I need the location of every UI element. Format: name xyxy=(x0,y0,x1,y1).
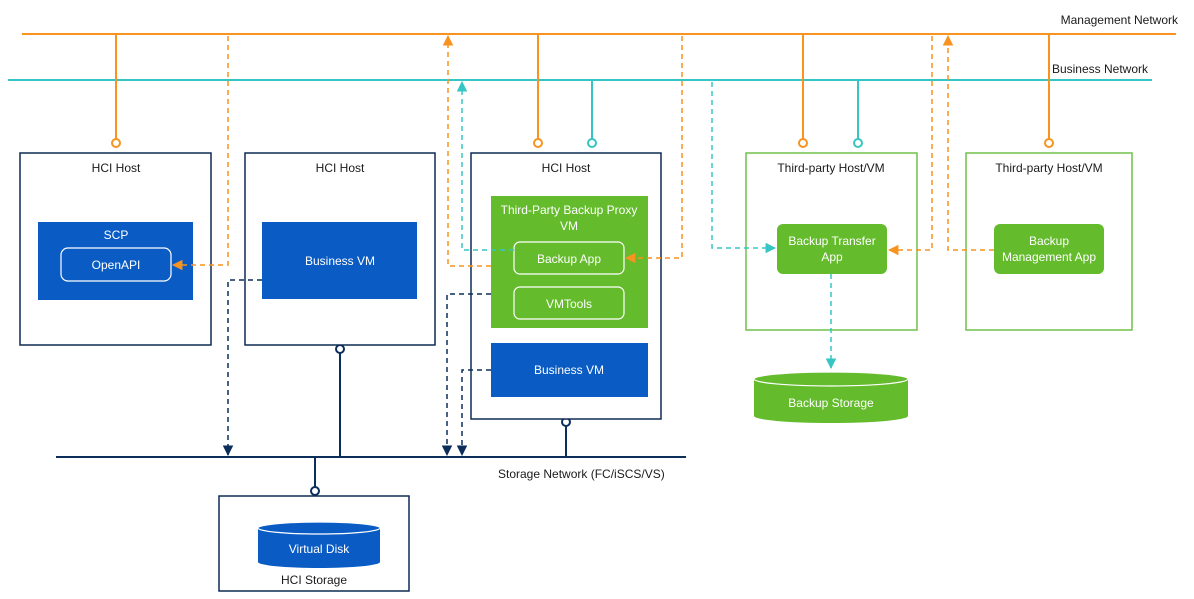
backup-transfer-app-box[interactable] xyxy=(777,224,887,274)
backup-proxy-vm-label-line1: Third-Party Backup Proxy xyxy=(501,203,638,217)
storage-network-label: Storage Network (FC/iSCS/VS) xyxy=(498,467,665,481)
backup-management-app-box[interactable] xyxy=(994,224,1104,274)
business-vm-box-1[interactable] xyxy=(262,222,417,299)
hci-host-3-title: HCI Host xyxy=(542,161,591,175)
third-party-host-2-title: Third-party Host/VM xyxy=(995,161,1102,175)
backup-app-label: Backup App xyxy=(537,252,601,266)
vmtools-box[interactable] xyxy=(513,286,625,320)
business-dashed-flows xyxy=(456,80,837,370)
backup-management-app-label-line1: Backup xyxy=(1029,234,1069,248)
backup-app-box[interactable] xyxy=(513,241,625,275)
virtual-disk-cylinder[interactable] xyxy=(257,521,381,568)
business-network-label: Business Network xyxy=(1052,62,1149,76)
third-party-host-1-title: Third-party Host/VM xyxy=(777,161,884,175)
business-connectors xyxy=(587,80,863,148)
backup-storage-cylinder[interactable] xyxy=(753,371,909,423)
management-dashed-flows xyxy=(171,34,994,271)
hci-host-1-title: HCI Host xyxy=(92,161,141,175)
backup-proxy-vm-label-line2: VM xyxy=(560,219,578,233)
storage-dashed-flows xyxy=(222,279,491,457)
virtual-disk-label: Virtual Disk xyxy=(289,542,350,556)
backup-transfer-app-label-line1: Backup Transfer xyxy=(788,234,875,248)
hci-host-2-title: HCI Host xyxy=(316,161,365,175)
business-vm-label-2: Business VM xyxy=(534,363,604,377)
management-connectors xyxy=(111,34,1054,148)
hci-storage-title: HCI Storage xyxy=(281,573,347,587)
vmtools-label: VMTools xyxy=(546,297,592,311)
openapi-box[interactable] xyxy=(60,247,172,282)
backup-transfer-app-label-line2: App xyxy=(821,250,843,264)
backup-management-app-label-line2: Management App xyxy=(1002,250,1096,264)
backup-storage-label: Backup Storage xyxy=(788,396,874,410)
openapi-label: OpenAPI xyxy=(92,258,141,272)
management-network-label: Management Network xyxy=(1061,13,1179,27)
business-vm-label-1: Business VM xyxy=(305,254,375,268)
scp-label: SCP xyxy=(104,228,129,242)
business-vm-box-2[interactable] xyxy=(491,343,648,397)
